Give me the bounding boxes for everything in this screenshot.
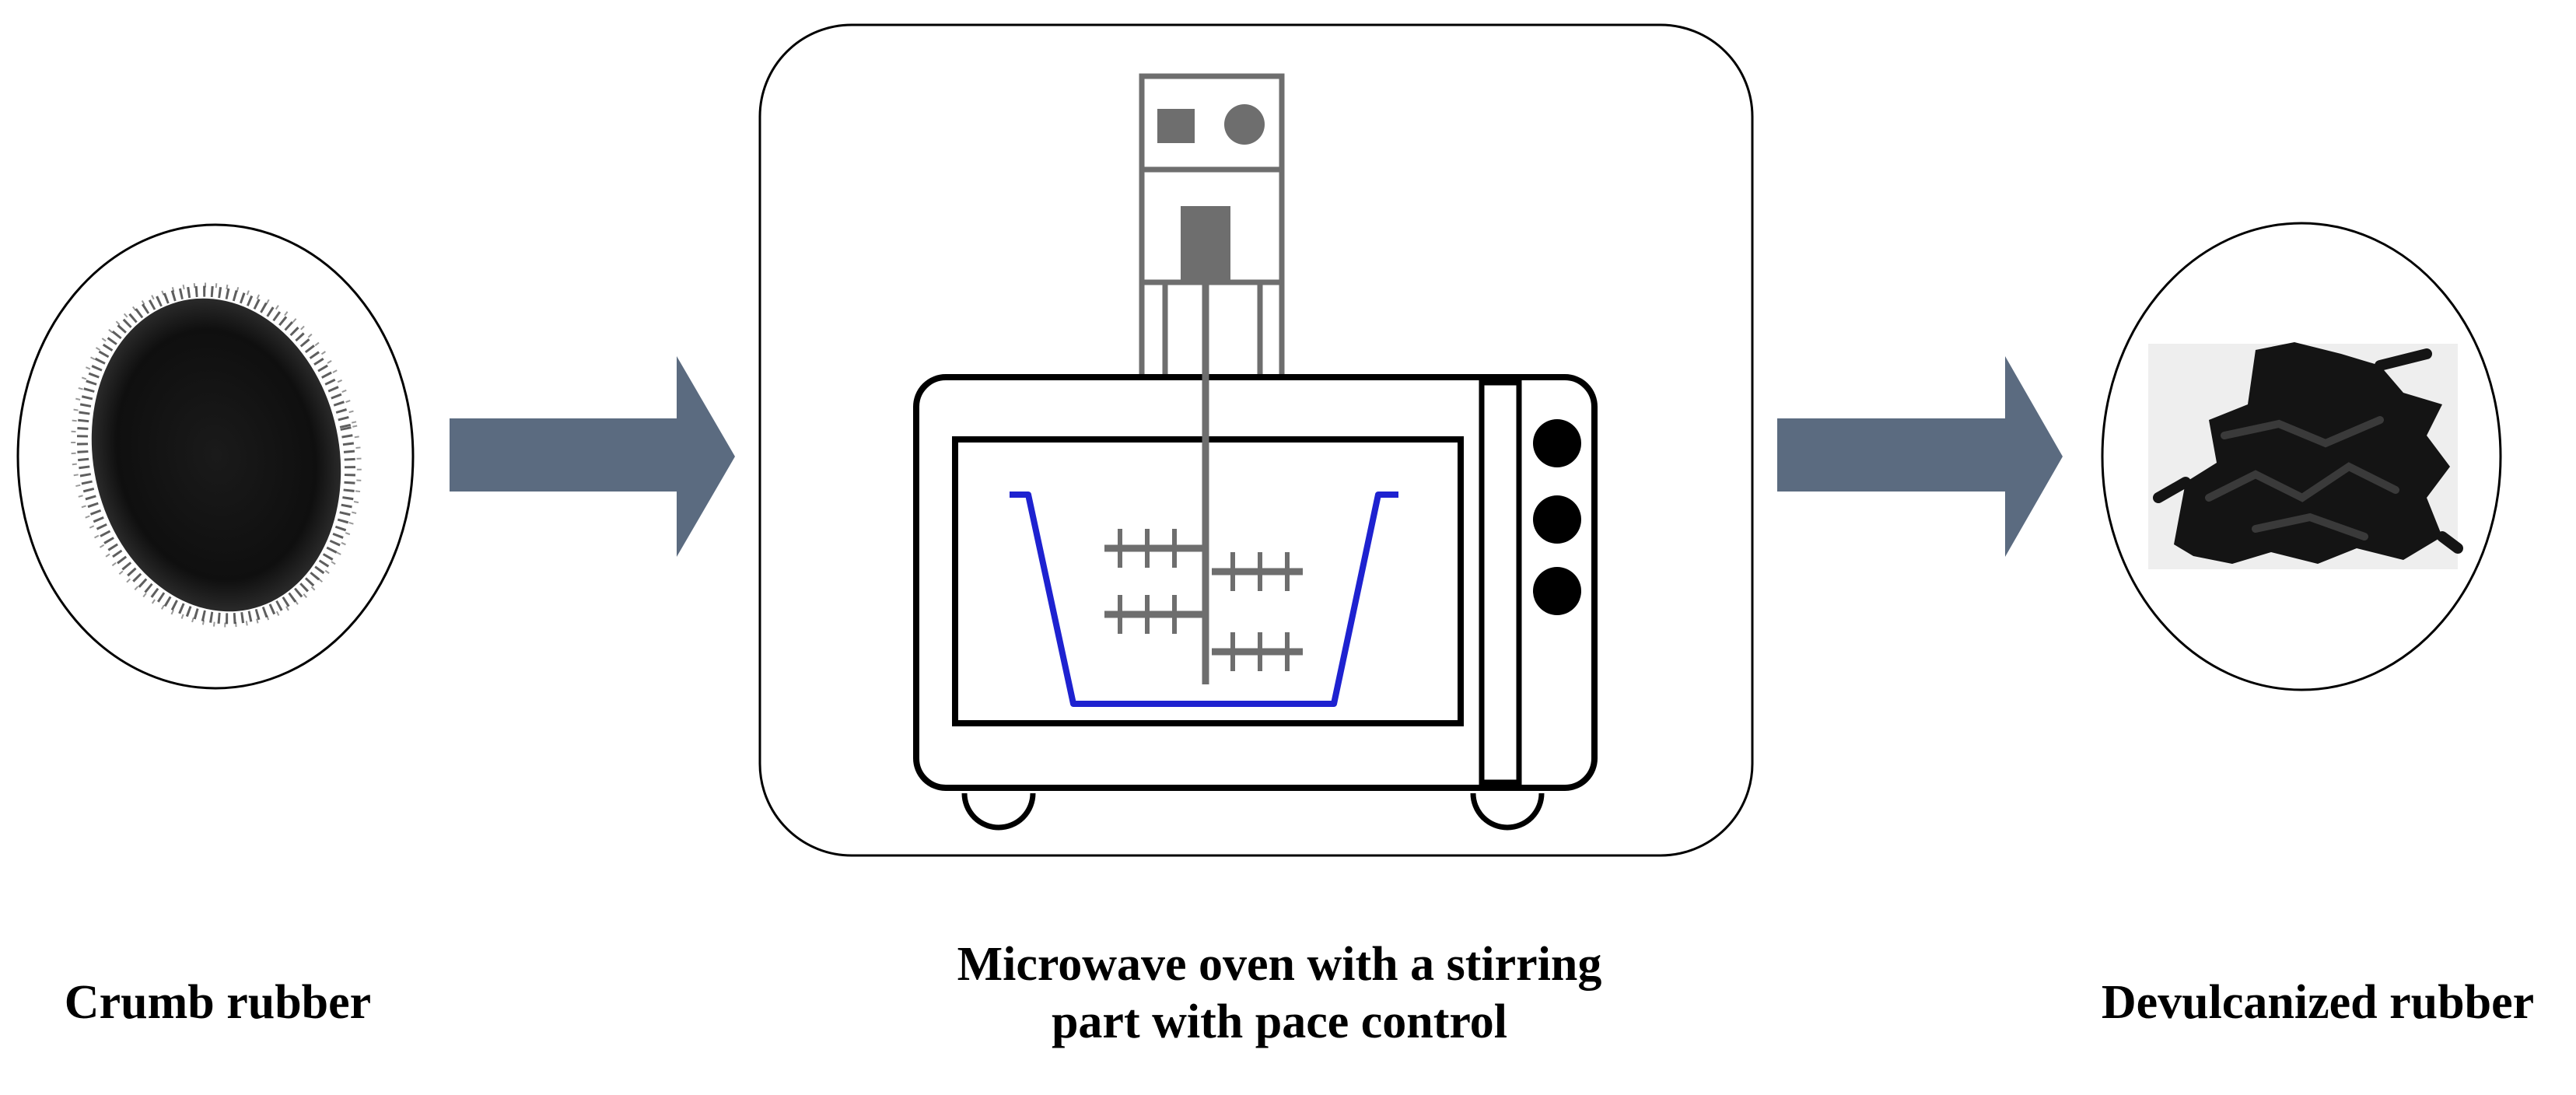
right-arrow-icon xyxy=(1777,356,2063,557)
knob-icon xyxy=(1533,567,1581,615)
right-arrow-icon xyxy=(450,356,735,557)
crumb-rubber-photo xyxy=(71,282,362,628)
microwave-oven xyxy=(913,374,1598,831)
oven-foot-right xyxy=(1470,792,1545,831)
output-sample xyxy=(2101,222,2502,691)
caption-microwave-oven: Microwave oven with a stirring part with… xyxy=(840,936,1719,1051)
reaction-vessel xyxy=(1010,492,1398,707)
knob-icon xyxy=(1533,419,1581,467)
knob-icon xyxy=(1533,495,1581,544)
microwave-panel xyxy=(758,23,1754,857)
caption-devulcanized-rubber: Devulcanized rubber xyxy=(2101,976,2535,1029)
caption-crumb-rubber: Crumb rubber xyxy=(64,976,372,1029)
motor-unit-icon xyxy=(1139,73,1285,377)
oven-foot-left xyxy=(961,792,1036,831)
oven-control-strip xyxy=(1479,380,1522,785)
devulcanized-rubber-photo xyxy=(2148,342,2463,569)
caption-microwave-line-2: part with pace control xyxy=(1051,995,1508,1049)
input-sample xyxy=(16,223,415,690)
caption-microwave-line-1: Microwave oven with a stirring xyxy=(957,938,1602,991)
stirrer xyxy=(1104,282,1303,684)
